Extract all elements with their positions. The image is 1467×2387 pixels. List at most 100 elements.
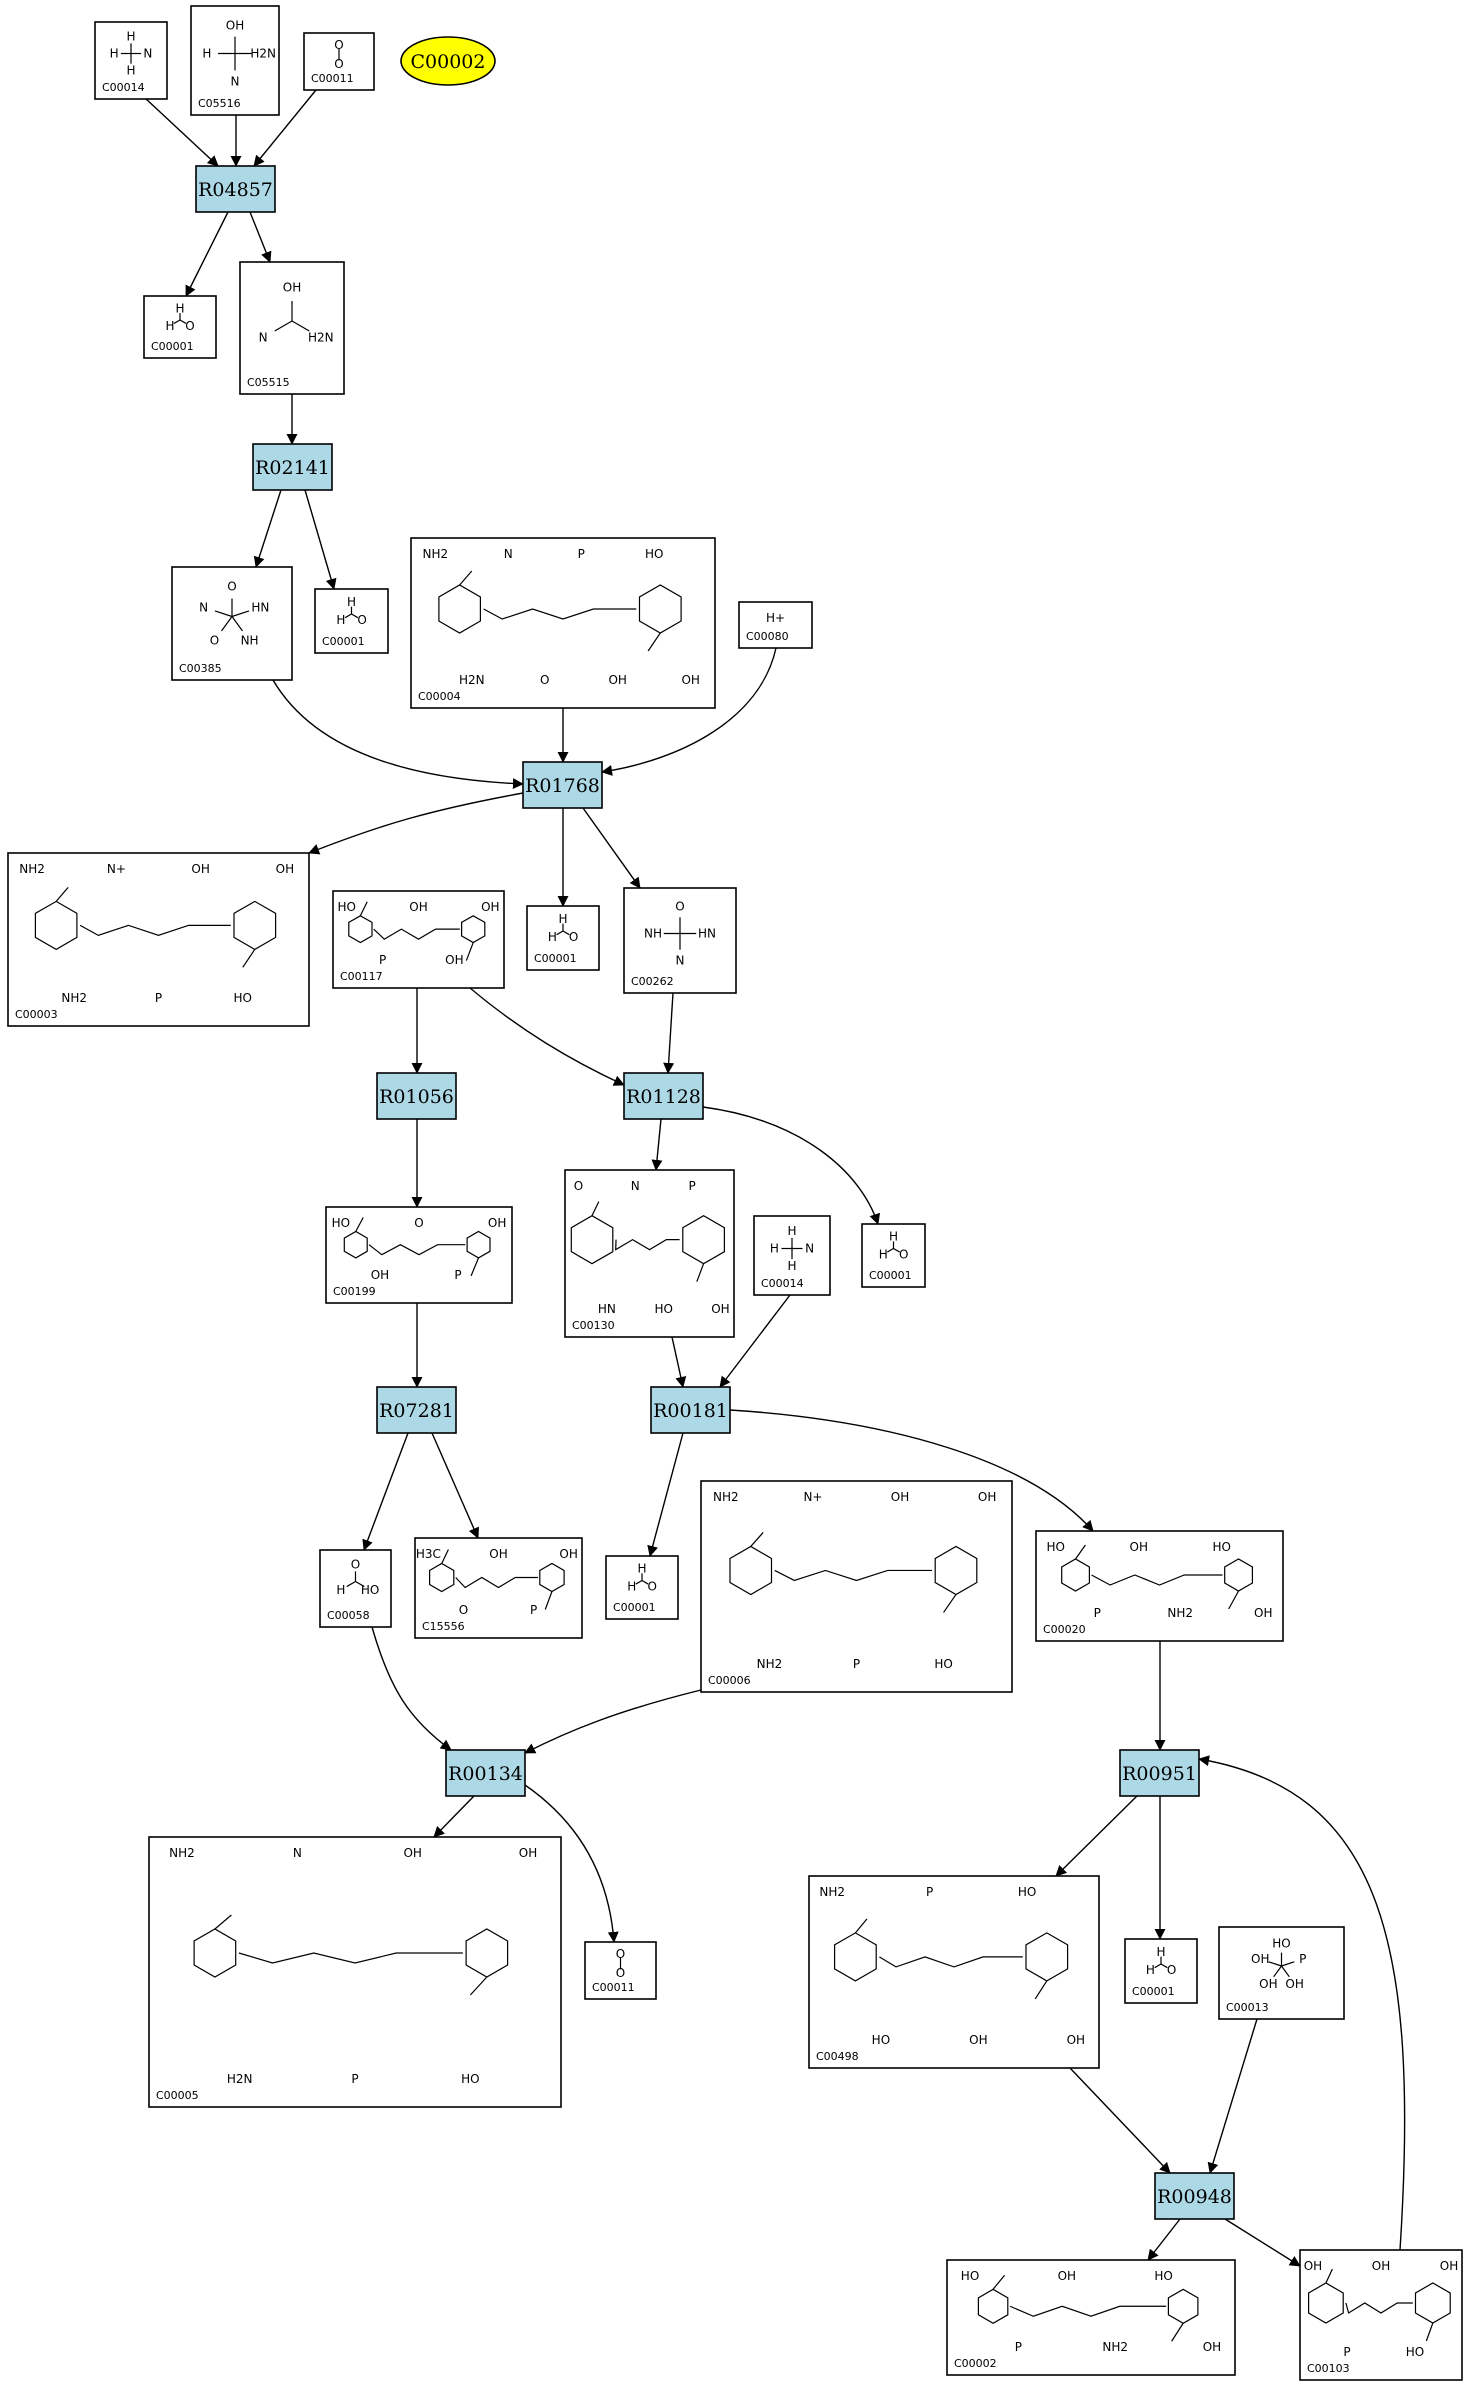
atom-label: N+ xyxy=(107,862,126,876)
edge-r01128-to-c130 xyxy=(651,1118,663,1171)
atom-label: H2N xyxy=(308,331,334,345)
compound-code-label: C00001 xyxy=(534,952,577,965)
reaction-r00948[interactable]: R00948 xyxy=(1154,2172,1235,2220)
edge-r01768-to-c262 xyxy=(582,807,641,889)
atom-label: P xyxy=(1015,2340,1022,2354)
compound-box xyxy=(314,588,389,654)
compound-code-label: C00011 xyxy=(311,72,354,85)
reaction-r01056[interactable]: R01056 xyxy=(376,1072,457,1120)
atom-label: OH xyxy=(371,1268,389,1282)
compound-box xyxy=(605,1555,679,1620)
atom-label: OH xyxy=(978,1490,996,1504)
atom-label: OH xyxy=(276,862,294,876)
atom-label: N xyxy=(143,47,152,61)
reaction-r02141[interactable]: R02141 xyxy=(252,443,333,491)
compound-code-label: C00003 xyxy=(15,1008,58,1021)
atom-label: NH2 xyxy=(713,1490,739,1504)
atom-label: HN xyxy=(598,1302,616,1316)
atom-label: H xyxy=(175,301,184,315)
atom-label: OH xyxy=(1304,2259,1322,2273)
compound-code-label: C05515 xyxy=(247,376,290,389)
reaction-label: R00948 xyxy=(1157,2186,1232,2208)
reaction-r04857[interactable]: R04857 xyxy=(195,165,276,213)
atom-label: P xyxy=(578,547,585,561)
reaction-r07281[interactable]: R07281 xyxy=(376,1386,457,1434)
atom-label: NH2 xyxy=(169,1846,195,1860)
compound-box xyxy=(526,905,600,971)
atom-label: HO xyxy=(1047,1540,1065,1554)
reaction-r00181[interactable]: R00181 xyxy=(650,1386,731,1434)
atom-label: O xyxy=(675,900,684,914)
compound-box xyxy=(319,1549,392,1628)
compound-box xyxy=(861,1223,926,1288)
edge-r00951-to-c498 xyxy=(1055,1795,1138,1877)
compound-box xyxy=(808,1875,1100,2069)
compound-code-label: C00006 xyxy=(708,1674,751,1687)
compound-code-label: C00004 xyxy=(418,690,461,703)
reaction-r00134[interactable]: R00134 xyxy=(445,1749,526,1797)
edge-r04857-to-c1a xyxy=(185,211,229,297)
edge-c58-to-r00134 xyxy=(371,1626,452,1751)
edge-r02141-to-c1b xyxy=(304,489,337,590)
atom-label: P xyxy=(926,1885,933,1899)
atom-label: OH xyxy=(481,900,499,914)
compound-box xyxy=(1299,2249,1463,2381)
compound-box xyxy=(564,1169,735,1338)
compound-c00080[interactable]: H+C00080 xyxy=(738,601,813,649)
highlight-c00002-ellipse[interactable]: C00002 xyxy=(400,36,496,86)
reaction-r01768[interactable]: R01768 xyxy=(522,761,603,809)
atom-label: OH xyxy=(969,2033,987,2047)
reaction-label: R00134 xyxy=(448,1763,523,1785)
atom-label: H xyxy=(336,1583,345,1597)
reaction-r00951[interactable]: R00951 xyxy=(1119,1749,1200,1797)
atom-label: P xyxy=(155,991,162,1005)
reaction-r01128[interactable]: R01128 xyxy=(623,1072,704,1120)
compound-box xyxy=(738,601,813,649)
atom-label: HO xyxy=(1018,1885,1036,1899)
compound-box xyxy=(946,2259,1236,2376)
compound-code-label: C15556 xyxy=(422,1620,465,1633)
atom-label: OH xyxy=(1067,2033,1085,2047)
compound-code-label: C00103 xyxy=(1307,2362,1350,2375)
compound-box xyxy=(700,1480,1013,1693)
atom-label: H xyxy=(126,63,135,77)
edge-r01128-to-c1d xyxy=(702,1106,881,1225)
reaction-box xyxy=(195,165,276,213)
